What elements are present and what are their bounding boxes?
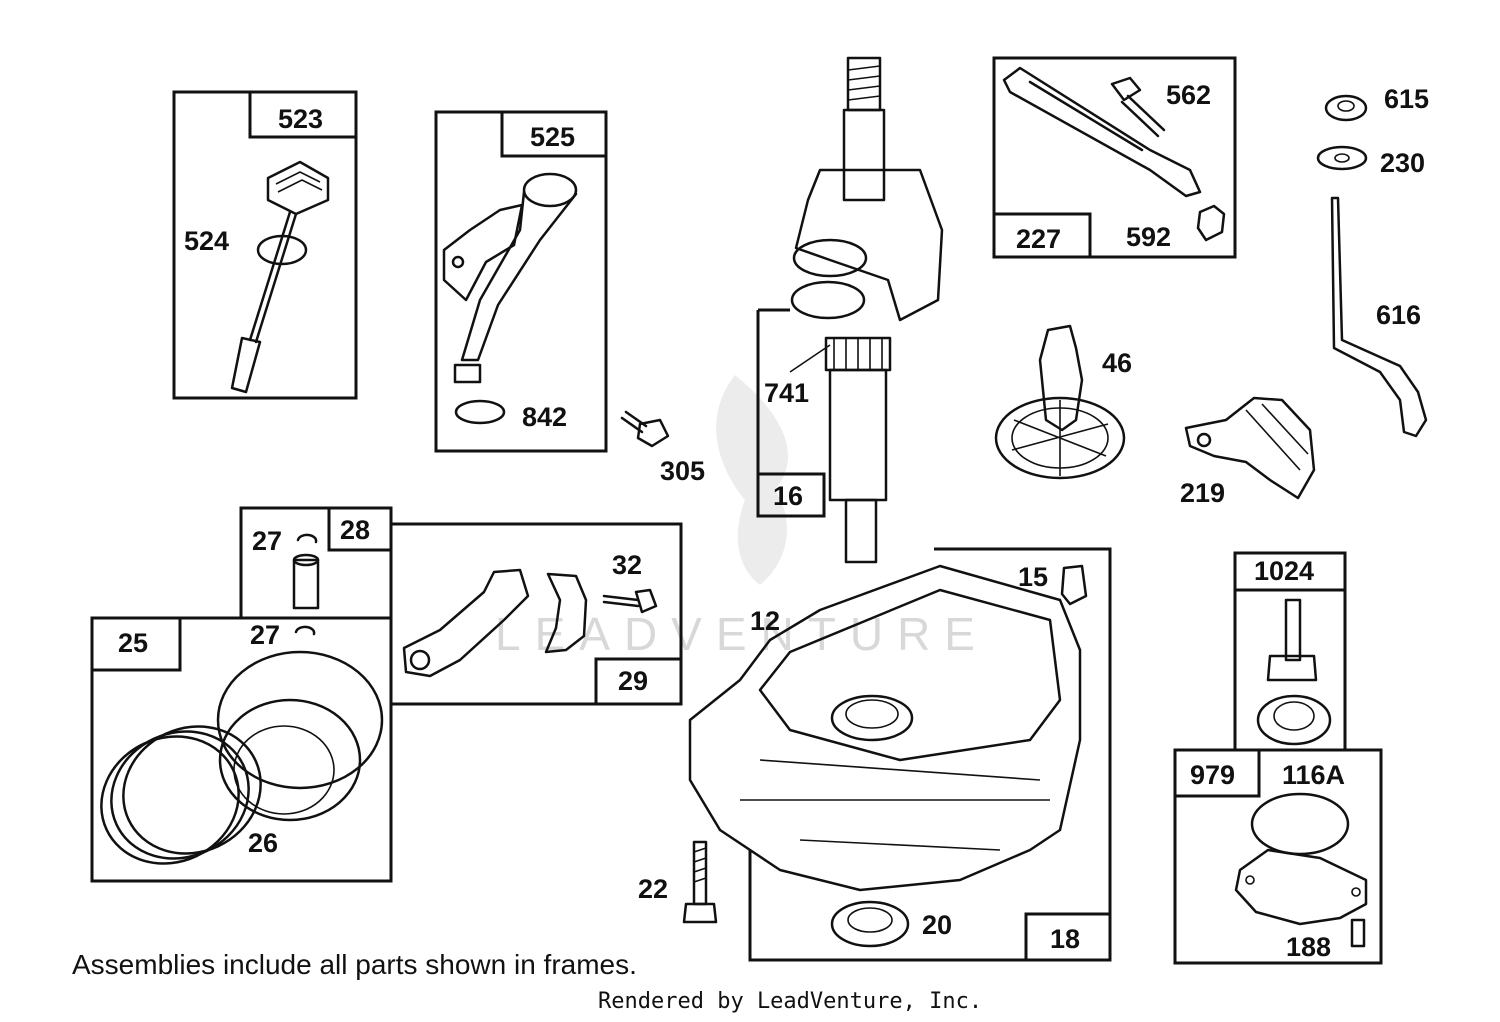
part-46-camshaft: 46 bbox=[994, 324, 1132, 480]
part-616-shaft: 616 bbox=[1330, 196, 1428, 438]
crankshaft-drawing bbox=[790, 56, 944, 564]
label-12: 12 bbox=[750, 606, 780, 636]
frame-29-connecting-rod: 32 29 bbox=[389, 522, 683, 706]
label-16: 16 bbox=[773, 481, 803, 511]
label-562: 562 bbox=[1166, 80, 1211, 110]
label-305: 305 bbox=[660, 456, 705, 486]
label-20: 20 bbox=[922, 910, 952, 940]
label-741: 741 bbox=[764, 378, 809, 408]
frame-523-dipstick: 523 524 bbox=[172, 90, 358, 400]
label-615: 615 bbox=[1384, 84, 1429, 114]
piston-drawing bbox=[100, 650, 384, 865]
part-22-bolt: 22 bbox=[638, 840, 718, 924]
label-525: 525 bbox=[530, 122, 575, 152]
label-616: 616 bbox=[1376, 300, 1421, 330]
label-27-top: 27 bbox=[252, 526, 282, 556]
label-46: 46 bbox=[1102, 348, 1132, 378]
frame-16-crankshaft: 741 16 bbox=[756, 308, 831, 518]
frame-979-pump-cover: 979 116A 188 bbox=[1173, 748, 1383, 965]
frame-note: Assemblies include all parts shown in fr… bbox=[72, 949, 637, 980]
frame-227-link: 562 227 592 bbox=[992, 56, 1237, 259]
dipstick-drawing bbox=[230, 160, 330, 394]
frame-1024-oil-pump: 1024 bbox=[1233, 551, 1347, 750]
label-227: 227 bbox=[1016, 224, 1061, 254]
label-26: 26 bbox=[248, 828, 278, 858]
connecting-rod-drawing bbox=[402, 568, 658, 678]
label-524: 524 bbox=[184, 226, 229, 256]
part-230-washer: 230 bbox=[1316, 145, 1425, 178]
frame-25-piston: 25 27 26 bbox=[90, 616, 393, 883]
label-15: 15 bbox=[1018, 562, 1048, 592]
frame-18-sump: 15 12 18 20 bbox=[688, 547, 1112, 962]
oil-pump-drawing bbox=[1256, 598, 1332, 746]
link-drawing bbox=[1002, 66, 1226, 242]
fill-tube-drawing bbox=[442, 172, 578, 425]
label-592: 592 bbox=[1126, 222, 1171, 252]
credit-line: Rendered by LeadVenture, Inc. bbox=[598, 989, 982, 1014]
frame-28-pin: 28 27 bbox=[239, 506, 393, 618]
label-116A: 116A bbox=[1282, 760, 1345, 790]
label-979: 979 bbox=[1190, 760, 1235, 790]
label-18: 18 bbox=[1050, 924, 1080, 954]
watermark: LEADVENTURE bbox=[495, 375, 989, 660]
sump-drawing bbox=[688, 564, 1088, 948]
label-22: 22 bbox=[638, 874, 668, 904]
label-27-bottom: 27 bbox=[250, 620, 280, 650]
part-219-governor: 219 bbox=[1180, 396, 1316, 508]
label-28: 28 bbox=[340, 515, 370, 545]
label-230: 230 bbox=[1380, 148, 1425, 178]
pump-cover-drawing bbox=[1234, 792, 1368, 948]
frame-525-fill-tube: 525 842 bbox=[434, 110, 608, 453]
label-842: 842 bbox=[522, 402, 567, 432]
label-188: 188 bbox=[1286, 932, 1331, 962]
part-305-bolt: 305 bbox=[620, 410, 705, 486]
label-29: 29 bbox=[618, 666, 648, 696]
label-523: 523 bbox=[278, 104, 323, 134]
label-25: 25 bbox=[118, 628, 148, 658]
label-1024: 1024 bbox=[1254, 556, 1314, 586]
part-615-nut: 615 bbox=[1324, 84, 1429, 122]
watermark-text: LEADVENTURE bbox=[495, 608, 989, 660]
label-32: 32 bbox=[612, 550, 642, 580]
label-219: 219 bbox=[1180, 478, 1225, 508]
